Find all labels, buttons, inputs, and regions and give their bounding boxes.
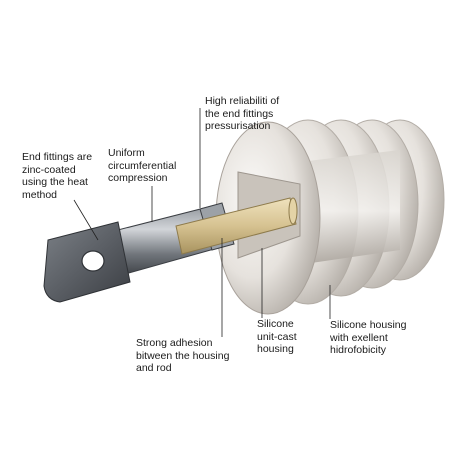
label-strong-adhesion: Strong adhesion bitween the housing and … <box>136 337 230 374</box>
label-high-reliability: High reliabiliti of the end fittings pre… <box>205 95 280 132</box>
label-end-fittings: End fittings are zinc-coated using the h… <box>22 151 93 201</box>
end-fitting <box>43 202 235 303</box>
leader-lines <box>73 108 331 337</box>
lug-hole <box>81 250 105 272</box>
rod-end <box>288 197 298 225</box>
label-silicone-unit-cast: Silicone unit-cast housing <box>257 318 297 355</box>
label-uniform-compression: Uniform circumferential compression <box>108 147 177 184</box>
label-silicone-housing: Silicone housing with exellent hidrofobi… <box>330 319 407 356</box>
rod-body <box>175 197 297 255</box>
leader-end-fittings <box>73 199 99 241</box>
rod <box>175 197 298 255</box>
